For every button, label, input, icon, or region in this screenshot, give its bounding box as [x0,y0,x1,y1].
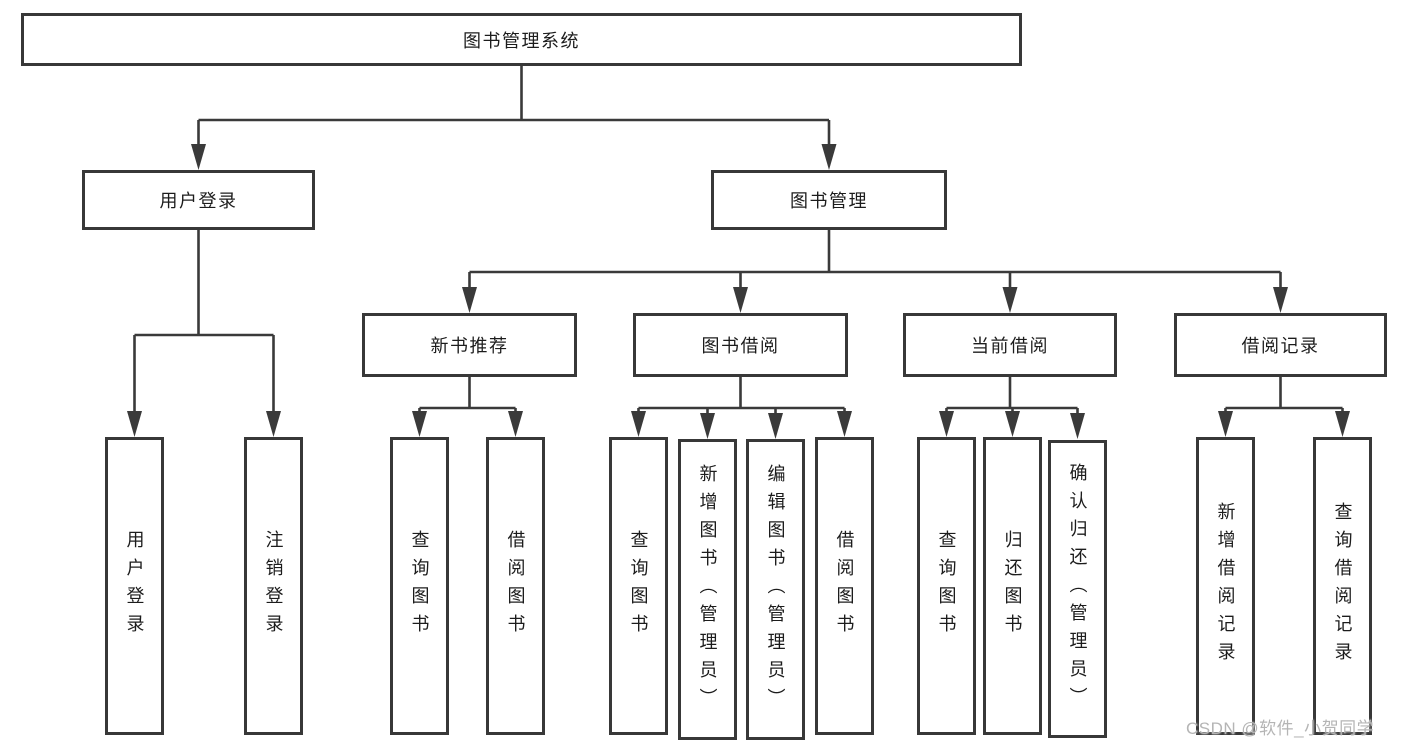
leaf-borrowing-query-books: 查询图书 [609,437,668,735]
leaf-return-books: 归还图书 [983,437,1042,735]
leaf-current-query-books: 查询图书 [917,437,976,735]
node-label: 图书管理系统 [463,30,580,51]
connector-book-management [462,230,1288,313]
node-label: 查询图书 [936,530,957,642]
node-label: 借阅图书 [834,530,855,642]
connector-user-login [127,230,281,437]
node-label: 查询图书 [409,530,430,642]
node-book-management: 图书管理 [711,170,947,230]
node-label: 用户登录 [124,530,145,642]
node-label: 用户登录 [159,191,238,211]
node-label: 图书借阅 [701,336,780,356]
leaf-recommend-query-books: 查询图书 [390,437,449,735]
leaf-user-login: 用户登录 [105,437,164,735]
connector-book-borrowing [631,377,852,439]
node-label: 图书管理 [790,191,868,211]
leaf-query-borrowing-record: 查询借阅记录 [1313,437,1372,735]
node-label: 借阅图书 [505,530,526,642]
node-book-borrowing: 图书借阅 [633,313,848,377]
leaf-recommend-borrow-books: 借阅图书 [486,437,545,735]
leaf-add-borrowing-record: 新增借阅记录 [1196,437,1255,735]
node-label: 新增借阅记录 [1215,502,1236,670]
node-label: 查询图书 [628,530,649,642]
connector-new-book-recommendation [412,377,523,437]
node-label: 当前借阅 [971,336,1049,356]
node-label: 归还图书 [1002,530,1023,642]
node-label: 编辑图书（管理员） [765,463,786,716]
node-label: 借阅记录 [1241,336,1320,356]
node-label: 新增图书（管理员） [697,463,718,716]
leaf-logout: 注销登录 [244,437,303,735]
connector-borrowing-records [1218,377,1350,437]
node-new-book-recommendation: 新书推荐 [362,313,577,377]
node-user-login: 用户登录 [82,170,315,230]
node-label: 新书推荐 [430,336,509,356]
leaf-edit-books-admin: 编辑图书（管理员） [746,439,805,740]
node-label: 注销登录 [263,530,284,642]
node-label: 查询借阅记录 [1332,502,1353,670]
leaf-confirm-return-admin: 确认归还（管理员） [1048,440,1107,738]
node-label: 确认归还（管理员） [1067,463,1088,715]
node-current-borrowing: 当前借阅 [903,313,1117,377]
node-library-management-system: 图书管理系统 [21,13,1022,66]
csdn-watermark: CSDN @软件_小贺同学 [1186,719,1375,738]
leaf-borrow-books: 借阅图书 [815,437,874,735]
connector-current-borrowing [939,377,1085,439]
connector-root [191,66,837,170]
leaf-add-books-admin: 新增图书（管理员） [678,439,737,740]
node-borrowing-records: 借阅记录 [1174,313,1387,377]
